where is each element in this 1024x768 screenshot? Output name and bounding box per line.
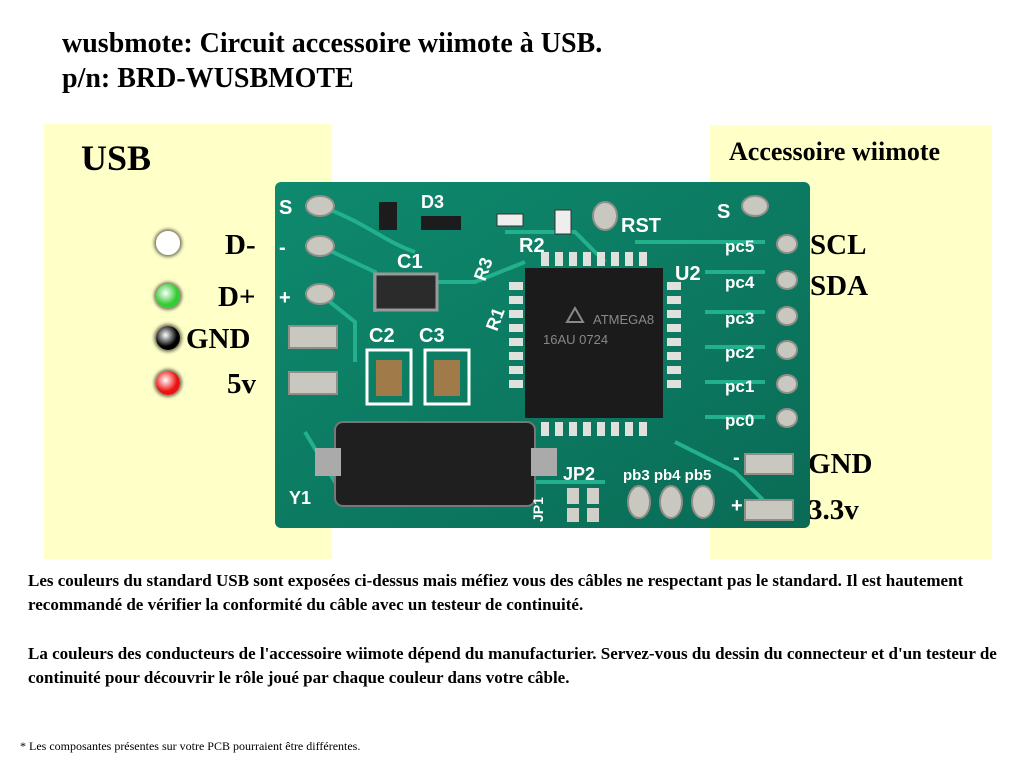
usb-pin-label-5v: 5v [227, 368, 256, 400]
jumper-pads [567, 488, 599, 522]
usb-pin-label-gnd: GND [186, 323, 251, 355]
part-number: p/n: BRD-WUSBMOTE [62, 63, 354, 94]
silkscreen: S - + D3 C1 R2 R3 R1 RST S U2 C2 C3 Y1 J… [279, 192, 755, 522]
capacitor-c3-outline [423, 348, 471, 406]
silk-plus-right: + [731, 495, 743, 517]
silk-pb-labels: pb3 pb4 pb5 [623, 467, 711, 484]
silk-s-left: S [279, 197, 292, 219]
capacitor-c3 [434, 360, 460, 396]
silk-pc2: pc2 [725, 343, 754, 362]
atmel-logo-icon [565, 305, 585, 323]
silk-r2: R2 [519, 235, 545, 257]
capacitor-c2-outline [365, 348, 413, 406]
capacitor-c1 [373, 272, 439, 312]
page-title: wusbmote: Circuit accessoire wiimote à U… [62, 28, 603, 59]
silk-s-right: S [717, 201, 730, 223]
chip-label-line2: 16AU 0724 [543, 332, 608, 347]
accessory-pads [741, 195, 798, 521]
resistor-r2 [496, 213, 524, 227]
accessory-pin-label-scl: SCL [810, 229, 867, 261]
chip-pins [509, 252, 681, 436]
resistor-r1 [554, 209, 572, 235]
silk-rst: RST [621, 215, 661, 237]
usb-heading: USB [81, 138, 152, 178]
chip-label-line1: ATMEGA8 [593, 312, 654, 327]
silk-c1: C1 [397, 251, 423, 273]
accessory-pin-label-gnd: GND [808, 448, 873, 480]
silk-c2: C2 [369, 325, 395, 347]
usb-pin-label-dminus: D- [225, 229, 256, 261]
silk-minus-left: - [279, 237, 286, 259]
silk-plus-left: + [279, 287, 291, 309]
silk-u2: U2 [675, 263, 701, 285]
wiimote-colors-note: La couleurs des conducteurs de l'accesso… [28, 644, 997, 687]
usb-dminus-dot [156, 231, 180, 255]
silk-d3: D3 [421, 192, 444, 212]
silk-y1: Y1 [289, 488, 311, 508]
accessory-pin-label-sda: SDA [810, 270, 869, 302]
usb-pin-label-dplus: D+ [218, 281, 256, 313]
microcontroller-chip [525, 268, 663, 418]
accessory-heading: Accessoire wiimote [729, 137, 941, 166]
silk-jp2: JP2 [563, 464, 595, 484]
crystal-y1-pad-right [531, 448, 557, 476]
crystal-y1-pad-left [315, 448, 341, 476]
silk-c3: C3 [419, 325, 445, 347]
silk-pc1: pc1 [725, 377, 754, 396]
usb-dplus-dot [156, 284, 180, 308]
usb-colors-note: Les couleurs du standard USB sont exposé… [28, 571, 964, 614]
usb-pads [288, 195, 338, 395]
capacitor-c2 [376, 360, 402, 396]
silk-pc0: pc0 [725, 411, 754, 430]
footnote: * Les composantes présentes sur votre PC… [20, 739, 361, 753]
silk-jp1: JP1 [530, 497, 546, 522]
usb-5v-dot [156, 371, 180, 395]
reset-pad [592, 201, 618, 231]
silk-pc4: pc4 [725, 273, 755, 292]
silk-minus-right: - [733, 447, 740, 469]
pb-pads [627, 485, 715, 519]
accessory-pin-label-3v3: 3.3v [808, 494, 859, 526]
silk-pc3: pc3 [725, 309, 754, 328]
resistor-r3 [421, 216, 461, 230]
crystal-y1 [334, 421, 536, 507]
usb-gnd-dot [156, 326, 180, 350]
silk-pc5: pc5 [725, 237, 754, 256]
pcb-board: ATMEGA8 16AU 0724 S - + D3 C1 R2 R3 R1 R… [275, 182, 810, 528]
diode-d3 [379, 202, 397, 230]
